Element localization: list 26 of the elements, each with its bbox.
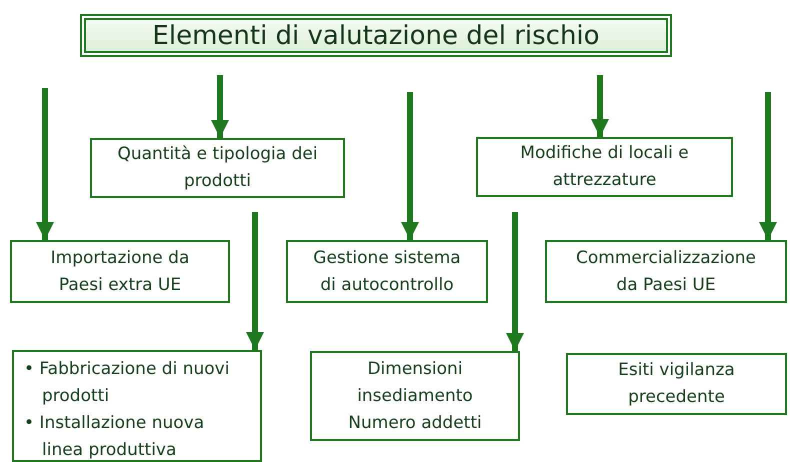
arrow bbox=[591, 75, 609, 137]
arrow bbox=[759, 92, 777, 240]
arrow bbox=[506, 212, 524, 351]
box-label: Numero addetti bbox=[348, 412, 482, 434]
box-label: Gestione sistema di autocontrollo bbox=[312, 246, 462, 296]
box-label: Importazione da Paesi extra UE bbox=[50, 246, 190, 296]
process-box bbox=[545, 240, 787, 303]
box-label: Dimensioni insediamento bbox=[356, 358, 474, 408]
list-item: • Fabbricazione di nuovi prodotti bbox=[24, 358, 230, 408]
box-label: Modifiche di locali e attrezzature bbox=[519, 142, 690, 192]
title: Elementi di valutazione del rischio bbox=[84, 18, 668, 53]
process-box bbox=[90, 138, 345, 198]
process-box bbox=[10, 240, 230, 303]
list-item: • Installazione nuova linea produttiva bbox=[24, 412, 206, 462]
box-label: Quantità e tipologia dei prodotti bbox=[116, 143, 319, 193]
box-label: Esiti vigilanza precedente bbox=[617, 359, 736, 409]
arrow bbox=[246, 212, 264, 350]
process-box bbox=[566, 353, 787, 415]
arrow bbox=[36, 88, 54, 240]
arrow bbox=[401, 92, 419, 240]
process-box bbox=[286, 240, 488, 303]
process-box bbox=[310, 351, 520, 441]
bullet-list-box bbox=[12, 350, 262, 462]
arrow bbox=[211, 75, 229, 138]
process-box bbox=[476, 137, 733, 197]
box-label: Commercializzazione da Paesi UE bbox=[575, 246, 757, 296]
